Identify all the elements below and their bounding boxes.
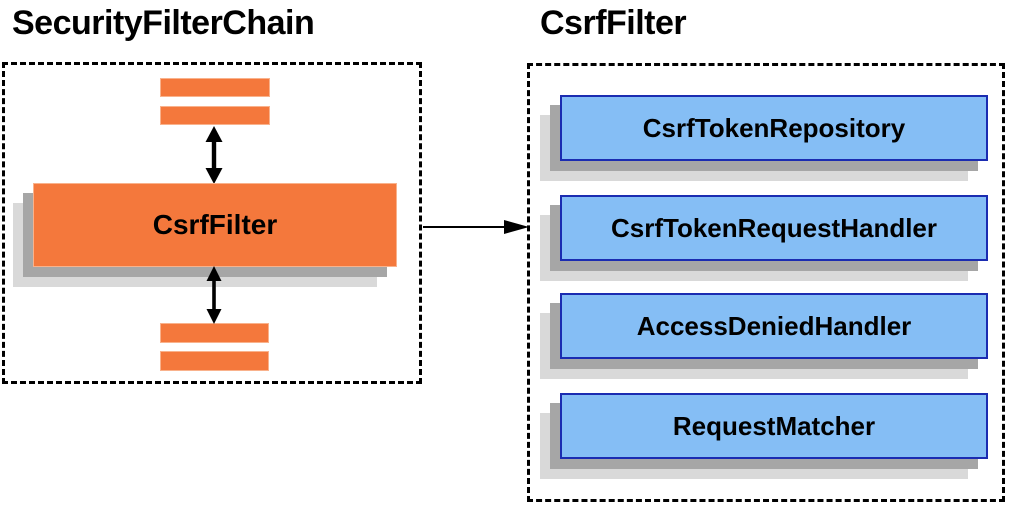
filter-chain-bar-bottom-2 bbox=[160, 351, 269, 371]
component-label: RequestMatcher bbox=[672, 410, 876, 441]
csrf-filter-title: CsrfFilter bbox=[540, 4, 687, 42]
security-filter-chain-title: SecurityFilterChain bbox=[12, 4, 315, 42]
csrf-filter-boundary bbox=[527, 63, 1005, 502]
component-label: CsrfTokenRequestHandler bbox=[610, 212, 938, 243]
component-box-request-matcher: RequestMatcher bbox=[560, 393, 988, 459]
arrow-right-icon bbox=[423, 220, 529, 234]
csrf-filter-node-label: CsrfFilter bbox=[152, 209, 278, 240]
component-label: AccessDeniedHandler bbox=[636, 310, 912, 341]
component-box-csrf-token-request-handler: CsrfTokenRequestHandler bbox=[560, 195, 988, 261]
filter-chain-bar-bottom-1 bbox=[160, 323, 269, 343]
security-filter-chain-boundary bbox=[2, 62, 422, 384]
double-arrow-icon bbox=[205, 126, 223, 184]
component-box-csrf-token-repository: CsrfTokenRepository bbox=[560, 95, 988, 161]
double-arrow-icon bbox=[206, 266, 222, 324]
component-label: CsrfTokenRepository bbox=[642, 112, 906, 143]
csrf-filter-node: CsrfFilter bbox=[33, 183, 397, 267]
filter-chain-bar-top-1 bbox=[160, 78, 270, 97]
component-box-access-denied-handler: AccessDeniedHandler bbox=[560, 293, 988, 359]
filter-chain-bar-top-2 bbox=[160, 106, 270, 125]
